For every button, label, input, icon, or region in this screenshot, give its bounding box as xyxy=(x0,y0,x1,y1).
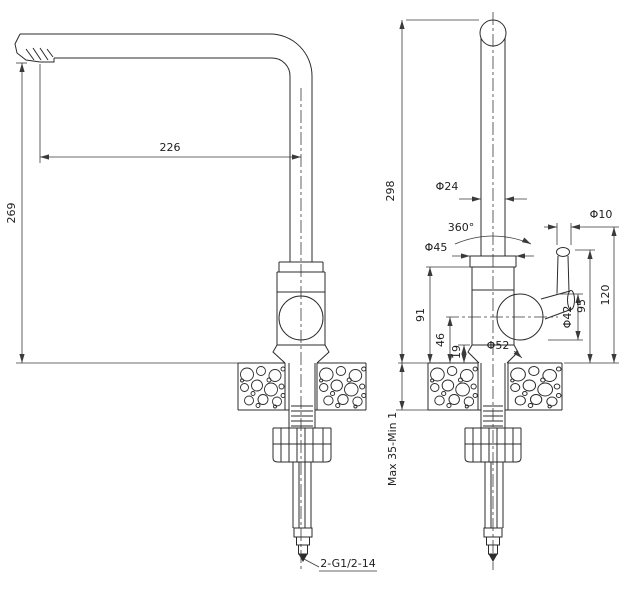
diameter-label-base: Φ52 xyxy=(487,339,510,352)
side-view-linework xyxy=(14,33,367,563)
dim-label-body-height: 91 xyxy=(414,308,427,322)
diameter-label-body: Φ45 xyxy=(425,241,448,254)
thread-spec-label: 2-G1/2-14 xyxy=(320,557,376,570)
dimension-lines xyxy=(16,19,619,572)
dim-label-spout-height: 269 xyxy=(5,203,18,224)
mounting-range-label: Max 35-Min 1 xyxy=(386,412,399,486)
front-view-linework xyxy=(427,19,575,563)
diameter-label-handle-rod: Φ10 xyxy=(590,208,613,221)
dim-label-handle-top-height: 120 xyxy=(599,285,612,306)
dim-label-joint-center-height: 46 xyxy=(434,333,447,347)
swivel-angle-label: 360° xyxy=(448,221,475,234)
centerlines xyxy=(300,12,558,570)
diameter-label-joint: Φ42 xyxy=(561,306,574,329)
dim-label-handle-height: 95 xyxy=(575,299,588,313)
dim-label-base-height: 19 xyxy=(450,345,463,359)
dim-label-spout-reach: 226 xyxy=(160,141,181,154)
dim-label-total-height: 298 xyxy=(384,181,397,202)
diameter-label-spout-tube: Φ24 xyxy=(436,180,459,193)
dimension-arrows xyxy=(19,20,617,410)
dimension-labels: 226 269 298 Φ24 360° Φ45 Φ10 95 120 91 4… xyxy=(5,141,612,570)
